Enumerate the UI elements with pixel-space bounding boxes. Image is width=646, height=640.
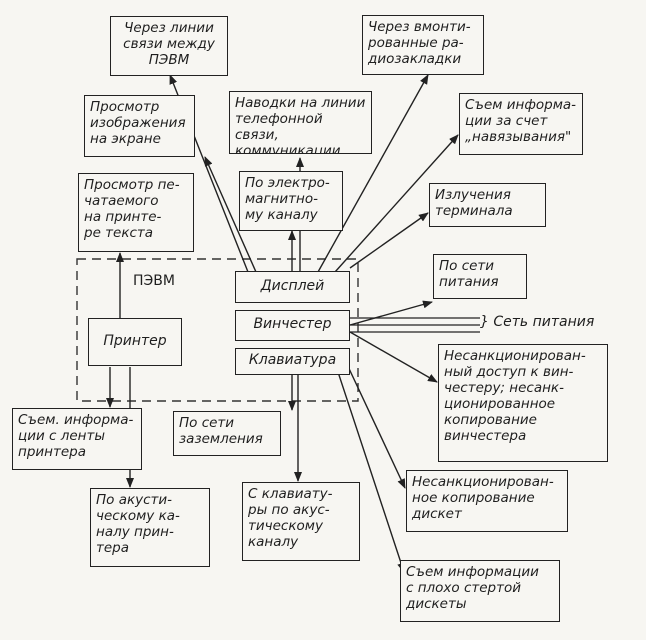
- box-comm-lines: Через линии связи между ПЭВМ: [110, 16, 228, 76]
- box-poor-erase: Съем информации с плохо стертой дискеты: [400, 560, 560, 622]
- pc-boundary: [76, 258, 359, 402]
- box-unauth-access: Несанкционирован- ный доступ к вин- чест…: [438, 344, 608, 462]
- arrow-screen-viewing: [204, 156, 257, 273]
- arrow-terminal-emission: [349, 212, 429, 269]
- box-kbd-acoustic: С клавиату- ры по акус- тическому каналу: [242, 482, 360, 561]
- box-printed-text: Просмотр пе- чатаемого на принте- ре тек…: [78, 173, 194, 252]
- box-imposition: Съем информа- ции за счет „навязывания": [459, 93, 583, 155]
- box-printer-acoustic: По акусти- ческому ка- налу прин- тера: [90, 488, 210, 567]
- box-ribbon: Съем. информа- ции с ленты принтера: [12, 408, 142, 470]
- arrow-unauth-access: [349, 331, 438, 383]
- display-component: Дисплей: [235, 271, 350, 303]
- arrow-radio-bugs: [317, 74, 429, 273]
- pc-label: ПЭВМ: [133, 273, 175, 289]
- printer-box: Принтер: [88, 318, 182, 366]
- keyboard-component: Клавиатура: [235, 348, 350, 375]
- power-network-label: } Сеть питания: [480, 314, 595, 330]
- box-screen-viewing: Просмотр изображения на экране: [84, 95, 195, 157]
- box-terminal-emission: Излучения терминала: [429, 183, 546, 227]
- arrow-power-net: [349, 300, 433, 326]
- arrow-poor-erase: [337, 371, 405, 573]
- arrow-imposition: [334, 134, 459, 273]
- arrow-floppy-copy: [344, 359, 406, 489]
- box-power-net: По сети питания: [433, 254, 527, 299]
- box-ground: По сети заземления: [173, 411, 281, 456]
- box-em-channel: По электро- магнитно- му каналу: [239, 171, 343, 231]
- box-floppy-copy: Несанкционирован- ное копирование дискет: [406, 470, 568, 532]
- box-phone-lines: Наводки на линии телефонной связи, комму…: [229, 91, 372, 154]
- hard-drive-component: Винчестер: [235, 310, 350, 341]
- box-radio-bugs: Через вмонти- рованные ра- диозакладки: [362, 15, 484, 75]
